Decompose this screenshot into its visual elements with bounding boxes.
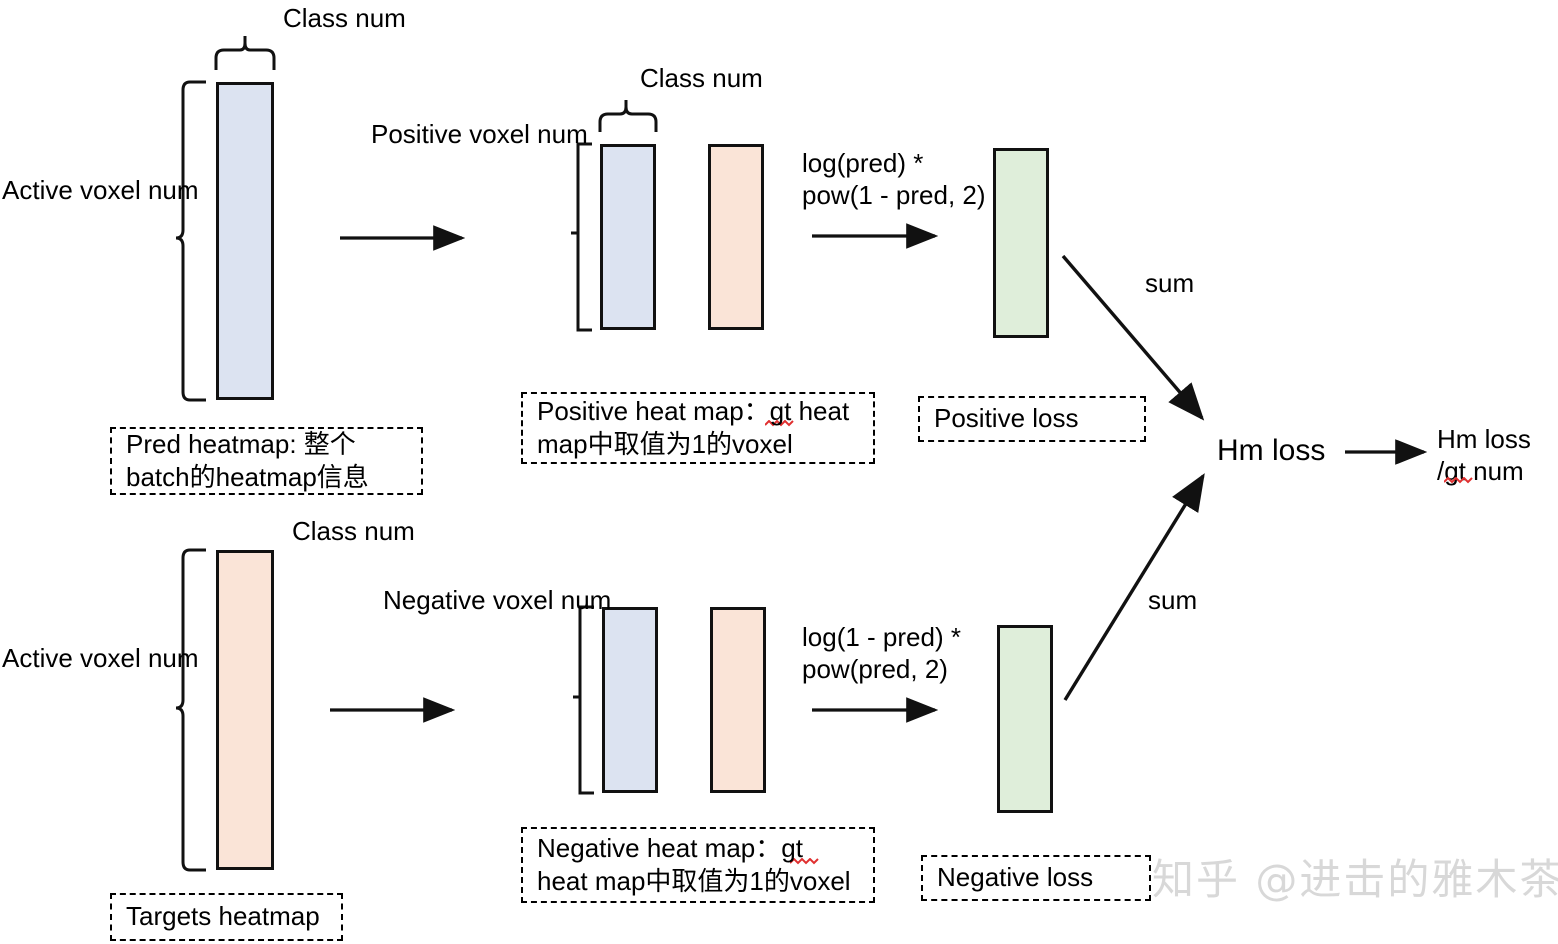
- bracket-negative-voxel-num: [573, 605, 594, 795]
- positive-pred-bar: [600, 144, 656, 330]
- positive-target-bar: [708, 144, 764, 330]
- label-formula-negative: log(1 - pred) * pow(pred, 2): [802, 622, 961, 684]
- label-positive-voxel-num: Positive voxel num: [371, 119, 588, 149]
- label-active-voxel-num-top: Active voxel num: [2, 175, 199, 205]
- annotation-negative-heat-map-text: Negative heat map：gt heat map中取值为1的voxel: [537, 832, 851, 896]
- annotation-negative-loss: Negative loss: [921, 855, 1151, 901]
- label-sum-top: sum: [1145, 268, 1195, 298]
- brace-class-num-mid: [598, 100, 658, 132]
- annotation-positive-heat-map: Positive heat map：gt heat map中取值为1的voxel: [521, 392, 875, 464]
- label-active-voxel-num-bottom: Active voxel num: [2, 643, 199, 673]
- spellcheck-squiggle-gt-num: [1444, 477, 1474, 484]
- watermark: 知乎 @进击的雅木茶: [1152, 855, 1558, 904]
- annotation-targets-heatmap-text: Targets heatmap: [126, 901, 320, 932]
- negative-target-bar: [710, 607, 766, 793]
- label-hm-loss-normalized: Hm loss /gt num: [1437, 424, 1531, 486]
- brace-active-voxel-num-bottom: [175, 548, 206, 872]
- label-class-num-top: Class num: [283, 3, 406, 33]
- annotation-positive-loss: Positive loss: [918, 396, 1146, 442]
- label-sum-bottom: sum: [1148, 585, 1198, 615]
- spellcheck-squiggle-gt-positive: [765, 420, 795, 427]
- label-class-num-bottom: Class num: [292, 516, 415, 546]
- spellcheck-squiggle-gt-negative: [790, 858, 820, 865]
- annotation-positive-heat-map-text: Positive heat map：gt heat map中取值为1的voxel: [537, 395, 850, 459]
- label-hm-loss: Hm loss: [1217, 434, 1326, 467]
- label-class-num-mid: Class num: [640, 63, 763, 93]
- annotation-pred-heatmap-text: Pred heatmap: 整个 batch的heatmap信息: [126, 428, 369, 492]
- annotation-targets-heatmap: Targets heatmap: [110, 893, 343, 941]
- negative-loss-bar: [997, 625, 1053, 813]
- brace-class-num-top: [214, 36, 276, 70]
- label-formula-positive: log(pred) * pow(1 - pred, 2): [802, 148, 986, 210]
- label-negative-voxel-num: Negative voxel num: [383, 585, 612, 615]
- targets-heatmap-bar: [216, 550, 274, 870]
- annotation-positive-loss-text: Positive loss: [934, 403, 1079, 434]
- annotation-negative-loss-text: Negative loss: [937, 862, 1094, 893]
- annotation-negative-heat-map: Negative heat map：gt heat map中取值为1的voxel: [521, 827, 875, 903]
- positive-loss-bar: [993, 148, 1049, 338]
- negative-pred-bar: [602, 607, 658, 793]
- brace-active-voxel-num-top: [175, 80, 206, 402]
- annotation-pred-heatmap: Pred heatmap: 整个 batch的heatmap信息: [110, 427, 423, 495]
- pred-heatmap-bar: [216, 82, 274, 400]
- bracket-positive-voxel-num: [571, 142, 592, 332]
